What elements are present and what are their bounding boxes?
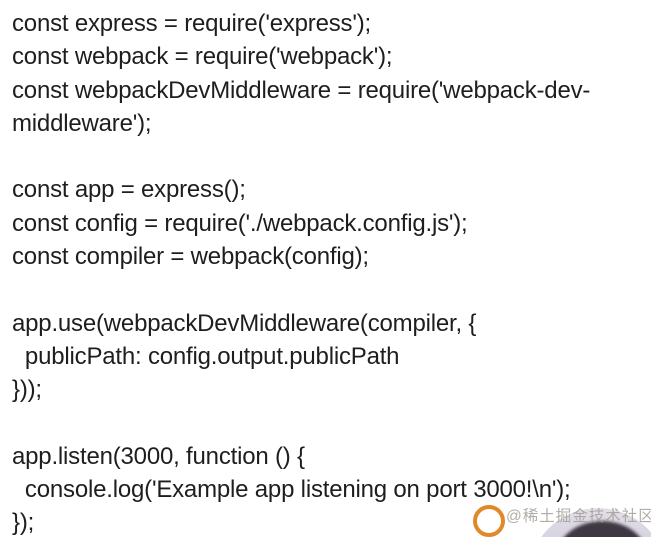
code-line: const config = require('./webpack.config… (12, 209, 468, 237)
code-line: }); (12, 509, 35, 537)
code-line (12, 273, 651, 306)
code-block: const express = require('express'); cons… (12, 7, 651, 537)
code-line (12, 140, 651, 173)
code-line: middleware'); (12, 109, 152, 137)
code-line: const compiler = webpack(config); (12, 243, 369, 271)
watermark-text: @稀土掘金技术社区 (506, 508, 651, 525)
orange-ring-icon (473, 505, 505, 537)
code-line: console.log('Example app listening on po… (12, 476, 571, 504)
code-line: const express = require('express'); (12, 10, 371, 37)
avatar-hair (556, 521, 648, 537)
code-line: const webpack = require('webpack'); (12, 43, 393, 71)
code-line: publicPath: config.output.publicPath (12, 342, 400, 370)
code-line: app.listen(3000, function () { (12, 442, 305, 470)
code-line: app.use(webpackDevMiddleware(compiler, { (12, 309, 477, 337)
code-line: const app = express(); (12, 176, 246, 204)
code-line (12, 407, 651, 440)
code-line: })); (12, 376, 42, 404)
code-line: const webpackDevMiddleware = require('we… (12, 76, 591, 104)
